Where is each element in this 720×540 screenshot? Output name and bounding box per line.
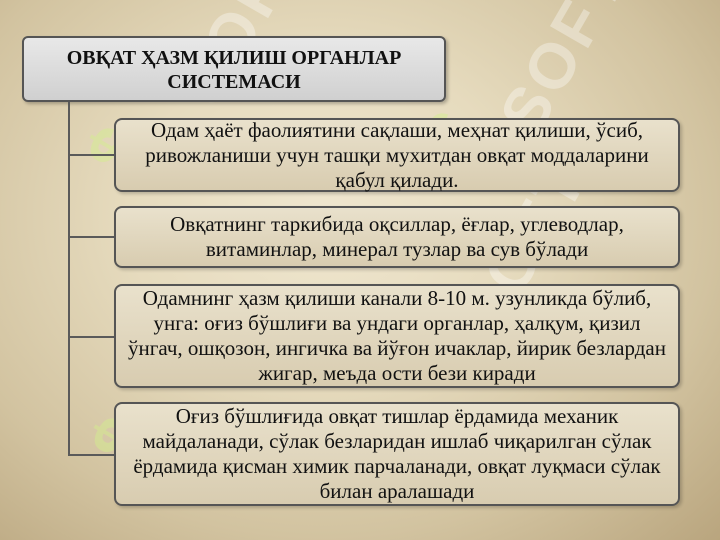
info-box-1-text: Одам ҳаёт фаолиятини сақлаши, меҳнат қил… xyxy=(145,117,649,192)
info-box-3-text: Одамнинг ҳазм қилиши канали 8-10 м. узун… xyxy=(128,286,666,385)
connector-branch-3 xyxy=(68,336,114,338)
connector-branch-4 xyxy=(68,454,114,456)
diagram-title: ОВҚАТ ҲАЗМ ҚИЛИШ ОРГАНЛАР СИСТЕМАСИ xyxy=(22,36,446,102)
info-box-4: Оғиз бўшлиғида овқат тишлар ёрдамида мех… xyxy=(114,402,680,506)
connector-branch-1 xyxy=(68,154,114,156)
connector-branch-2 xyxy=(68,236,114,238)
info-box-2: Овқатнинг таркибида оқсиллар, ёғлар, угл… xyxy=(114,206,680,268)
info-box-2-text: Овқатнинг таркибида оқсиллар, ёғлар, угл… xyxy=(170,212,624,261)
info-box-4-text: Оғиз бўшлиғида овқат тишлар ёрдамида мех… xyxy=(133,404,661,503)
connector-trunk xyxy=(68,102,70,456)
info-box-3: Одамнинг ҳазм қилиши канали 8-10 м. узун… xyxy=(114,284,680,388)
info-box-1: Одам ҳаёт фаолиятини сақлаши, меҳнат қил… xyxy=(114,118,680,192)
